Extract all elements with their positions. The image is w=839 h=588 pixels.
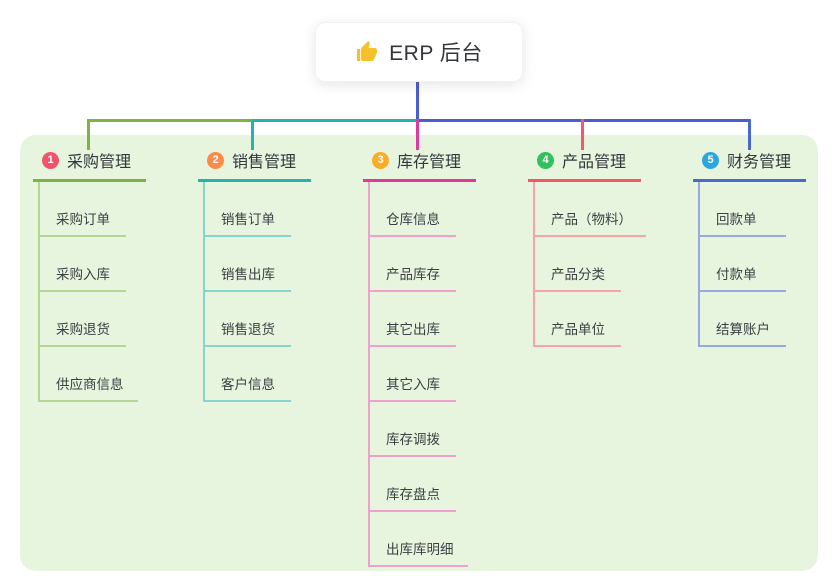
node-item[interactable]: 付款单 <box>700 237 786 292</box>
branch-header[interactable]: 1 采购管理 <box>33 148 147 182</box>
node-item[interactable]: 采购入库 <box>40 237 126 292</box>
node-item[interactable]: 结算账户 <box>700 292 786 347</box>
node-item[interactable]: 产品库存 <box>370 237 456 292</box>
branch-label: 库存管理 <box>397 154 462 171</box>
node-item[interactable]: 销售出库 <box>205 237 291 292</box>
branch-label: 产品管理 <box>562 154 627 171</box>
thumbs-up-icon <box>355 40 379 64</box>
branch-children: 产品（物料）产品分类产品单位 <box>533 182 646 347</box>
connector-drop <box>87 119 90 150</box>
node-item[interactable]: 回款单 <box>700 182 786 237</box>
branch-children: 回款单付款单结算账户 <box>698 182 786 347</box>
branch-number-badge: 4 <box>537 151 554 169</box>
branch-4: 4 产品管理 产品（物料）产品分类产品单位 <box>528 148 646 347</box>
node-item[interactable]: 出库库明细 <box>370 512 468 567</box>
branch-header[interactable]: 2 销售管理 <box>198 148 312 182</box>
connector-bus-segment <box>252 119 416 122</box>
node-item[interactable]: 其它入库 <box>370 347 456 402</box>
branch-number-badge: 5 <box>702 151 719 169</box>
connector-root <box>416 81 419 119</box>
node-item[interactable]: 其它出库 <box>370 292 456 347</box>
root-label: ERP 后台 <box>389 42 483 65</box>
connector-drop <box>251 119 254 150</box>
branch-header[interactable]: 3 库存管理 <box>363 148 477 182</box>
connector-bus-segment <box>87 119 252 122</box>
connector-drop <box>748 119 751 150</box>
node-item[interactable]: 销售退货 <box>205 292 291 347</box>
node-item[interactable]: 产品（物料） <box>535 182 646 237</box>
node-item[interactable]: 产品单位 <box>535 292 621 347</box>
node-item[interactable]: 采购退货 <box>40 292 126 347</box>
node-item[interactable]: 采购订单 <box>40 182 126 237</box>
background-panel <box>20 135 818 571</box>
connector-drop <box>581 119 584 150</box>
branch-header[interactable]: 4 产品管理 <box>528 148 642 182</box>
node-item[interactable]: 仓库信息 <box>370 182 456 237</box>
node-item[interactable]: 库存盘点 <box>370 457 456 512</box>
node-item[interactable]: 供应商信息 <box>40 347 138 402</box>
branch-1: 1 采购管理 采购订单采购入库采购退货供应商信息 <box>33 148 147 402</box>
branch-children: 销售订单销售出库销售退货客户信息 <box>203 182 291 402</box>
branch-children: 仓库信息产品库存其它出库其它入库库存调拨库存盘点出库库明细 <box>368 182 468 567</box>
branch-number-badge: 3 <box>372 151 389 169</box>
branch-5: 5 财务管理 回款单付款单结算账户 <box>693 148 807 347</box>
branch-label: 销售管理 <box>232 154 297 171</box>
branch-header[interactable]: 5 财务管理 <box>693 148 807 182</box>
node-item[interactable]: 客户信息 <box>205 347 291 402</box>
root-node[interactable]: ERP 后台 <box>315 22 523 82</box>
branch-number-badge: 2 <box>207 151 224 169</box>
connector-drop <box>416 119 419 150</box>
branch-3: 3 库存管理 仓库信息产品库存其它出库其它入库库存调拨库存盘点出库库明细 <box>363 148 477 567</box>
branch-2: 2 销售管理 销售订单销售出库销售退货客户信息 <box>198 148 312 402</box>
node-item[interactable]: 销售订单 <box>205 182 291 237</box>
node-item[interactable]: 库存调拨 <box>370 402 456 457</box>
branch-label: 采购管理 <box>67 154 132 171</box>
branch-children: 采购订单采购入库采购退货供应商信息 <box>38 182 138 402</box>
branch-number-badge: 1 <box>42 151 59 169</box>
branch-label: 财务管理 <box>727 154 792 171</box>
node-item[interactable]: 产品分类 <box>535 237 621 292</box>
